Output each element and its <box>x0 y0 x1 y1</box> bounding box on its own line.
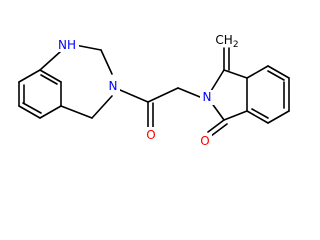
isoindolinone-ring <box>207 47 248 137</box>
benzo-ring <box>18 69 62 119</box>
isoindolinone-benzo-ring <box>246 65 290 124</box>
structure-diagram: NH N O N O CH2 <box>18 32 290 149</box>
carbonyl-bond <box>207 119 225 133</box>
bond <box>267 65 290 79</box>
diazepine-ring <box>39 44 113 119</box>
nh-label: NH <box>58 38 76 52</box>
imide-nitrogen-label: N <box>203 90 212 104</box>
bond <box>147 87 179 103</box>
bond <box>18 69 41 83</box>
bond <box>60 105 93 119</box>
label-background <box>106 78 120 93</box>
bond <box>223 110 248 121</box>
bond <box>100 49 113 75</box>
aromatic-bond <box>251 108 269 119</box>
atom-labels: NH N O N O CH2 <box>55 32 244 149</box>
carbonyl-bond <box>210 123 228 137</box>
bond <box>177 87 201 98</box>
label-background <box>55 37 79 52</box>
bond <box>39 51 61 71</box>
bond <box>74 44 102 51</box>
bond <box>267 110 290 124</box>
aromatic-bond <box>22 102 42 114</box>
label-background <box>198 134 212 149</box>
label-background <box>200 90 214 105</box>
bond <box>39 69 62 83</box>
label-background <box>214 32 244 47</box>
amide-oxygen-label: O <box>146 128 155 142</box>
bond <box>119 89 149 103</box>
aromatic-bond <box>267 70 285 81</box>
bond <box>91 95 113 119</box>
methylene-label: CH2 <box>215 33 238 50</box>
ring-nitrogen-label: N <box>109 79 118 93</box>
bond <box>18 105 41 119</box>
bond <box>223 69 248 79</box>
molecule-svg: NH N O N O CH2 <box>18 32 290 149</box>
label-background <box>144 127 158 142</box>
bond <box>246 110 269 124</box>
imide-oxygen-label: O <box>200 134 209 148</box>
aromatic-bond <box>40 74 58 85</box>
bond <box>39 105 62 119</box>
amide-linker <box>119 87 201 128</box>
bond <box>210 69 225 92</box>
bond <box>246 65 269 79</box>
